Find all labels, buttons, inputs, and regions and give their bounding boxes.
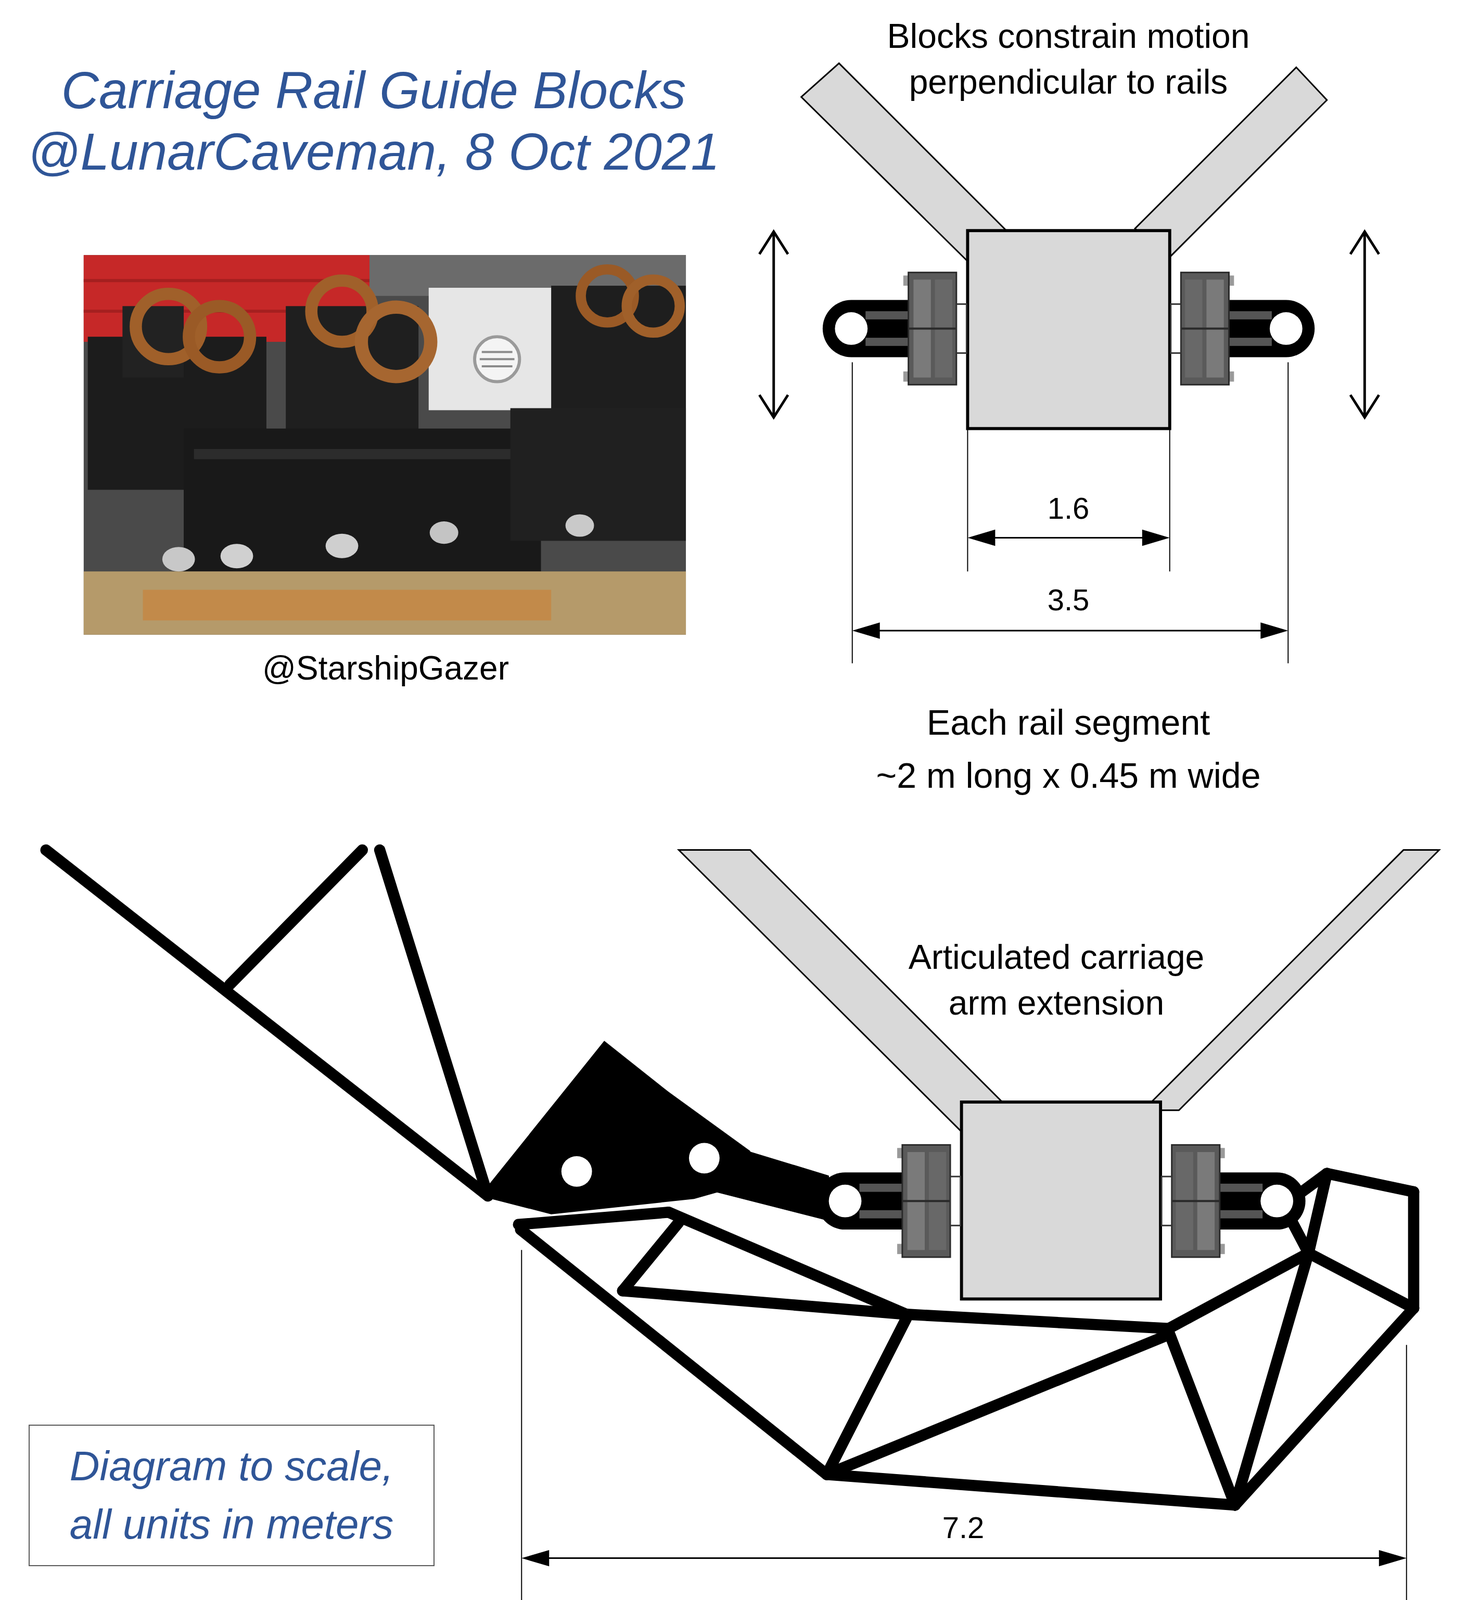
photo-part	[162, 546, 196, 572]
truss-view-part	[1406, 1345, 1408, 1600]
photo-part	[83, 571, 686, 635]
note: Blocks constrain motion perpendicular to…	[855, 13, 1282, 105]
photo-part	[626, 279, 680, 333]
photo-part	[428, 287, 572, 411]
photo-part	[565, 514, 595, 537]
photo-part	[183, 428, 541, 572]
truss-view-part-part	[622, 1291, 907, 1315]
photo-part	[481, 365, 513, 368]
top-view-part	[1287, 362, 1289, 664]
top-view-part	[851, 362, 853, 664]
truss-view	[45, 850, 1439, 1600]
truss-view-part	[520, 1249, 522, 1600]
photo-part	[479, 358, 515, 361]
truss-view-part-part	[518, 1212, 669, 1226]
top-view-part	[864, 629, 1276, 632]
photo	[83, 254, 686, 635]
truss-view-part	[1143, 850, 1440, 1111]
top-view-part	[1142, 529, 1170, 546]
note-box: Diagram to scale, all units in meters	[28, 1424, 435, 1567]
truss-view-part	[533, 1557, 1395, 1560]
truss-view-part-part	[1168, 1331, 1235, 1505]
title: Carriage Rail Guide Blocks @LunarCaveman…	[9, 59, 738, 183]
truss-view-part-part	[906, 1314, 1169, 1329]
note: ~2 m long x 0.45 m wide	[876, 754, 1261, 797]
photo-part	[481, 351, 513, 354]
dimension: 3.5	[1047, 581, 1090, 619]
photo-part	[220, 543, 254, 569]
truss-view-part	[521, 1550, 550, 1567]
photo-credit: @StarshipGazer	[262, 648, 509, 689]
truss-view-part	[1379, 1550, 1407, 1567]
top-view-part	[852, 622, 880, 639]
top-view-part	[759, 231, 788, 254]
photo-part	[194, 449, 531, 460]
truss-view-part-part	[1327, 1173, 1414, 1192]
top-view-part	[1350, 231, 1380, 254]
photo-part	[361, 307, 431, 377]
truss-view-part	[561, 1156, 593, 1188]
photo-part	[325, 533, 359, 559]
photo-part	[510, 407, 686, 541]
truss-view-part-part	[1408, 1192, 1420, 1309]
dimension: 1.6	[1047, 490, 1090, 527]
dimension: 7.2	[942, 1509, 985, 1547]
top-view-part	[822, 272, 967, 386]
top-view-part	[967, 529, 995, 546]
note-text: Diagram to scale, all units in meters	[58, 1437, 405, 1554]
truss-view-part-part	[1308, 1253, 1414, 1309]
truss-view-part-part	[229, 850, 363, 986]
truss-view-part-part	[379, 850, 489, 1197]
truss-view-part-part	[622, 1222, 679, 1291]
top-view-part	[1169, 428, 1171, 572]
truss-view-part	[816, 1144, 961, 1258]
top-view-part	[1363, 232, 1367, 417]
truss-view-part-part	[826, 1474, 1236, 1506]
truss-view-part	[1161, 1144, 1306, 1258]
photo-part	[429, 521, 459, 544]
truss-view-part-part	[826, 1334, 1169, 1475]
truss-view-part	[961, 1102, 1161, 1299]
truss-view-part-part	[1234, 1308, 1414, 1505]
top-view-part	[1260, 622, 1288, 639]
top-view-part	[1350, 394, 1380, 418]
photo-part	[188, 305, 251, 368]
part-label: Articulated carriage arm extension	[889, 934, 1223, 1026]
top-view-part	[979, 537, 1158, 539]
truss-view-part	[45, 850, 1414, 1506]
top-view-part	[759, 394, 788, 418]
truss-view-part	[704, 1138, 835, 1223]
truss-view-part-part	[45, 850, 488, 1197]
photo-part	[474, 336, 520, 382]
photo-part	[83, 254, 686, 635]
note: Each rail segment	[926, 700, 1210, 744]
top-view-part	[967, 230, 1170, 429]
photo-part	[143, 590, 552, 621]
top-view-part	[966, 428, 968, 572]
top-view	[759, 63, 1380, 664]
top-view-part	[1170, 272, 1316, 386]
top-view-part	[772, 232, 775, 417]
truss-view-part	[689, 1142, 720, 1174]
